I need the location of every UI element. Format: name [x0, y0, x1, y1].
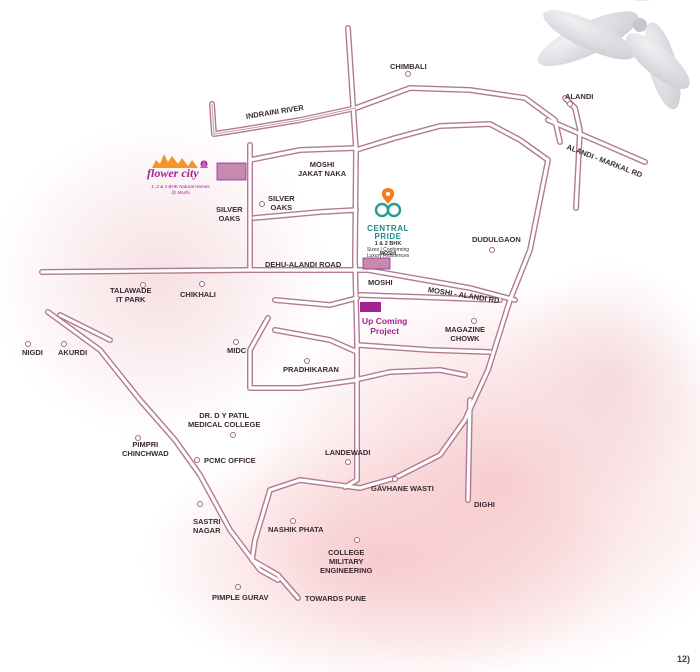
label-silver-oaks-west: SILVER OAKS: [216, 205, 243, 223]
road-fill: [248, 316, 359, 390]
road-fill: [273, 296, 359, 307]
central-pride-name: CENTRAL PRIDE: [367, 224, 409, 241]
pin-nigdi: [25, 341, 31, 347]
road-fill: [46, 310, 280, 582]
label-pimpri-chinchwad: PIMPRI CHINCHWAD: [122, 440, 169, 458]
pin-landewadi: [345, 459, 351, 465]
pin-pimpri: [135, 435, 141, 441]
pin-college-military: [354, 537, 360, 543]
pin-pcmc: [194, 457, 200, 463]
flower-city-site-marker: [216, 162, 247, 181]
road-fill: [273, 328, 359, 354]
pin-pimple-gurav: [235, 584, 241, 590]
road-fill: [40, 268, 370, 274]
central-pride-sub: Sizes | Conforming Luxury Residences: [366, 247, 410, 259]
upcoming-project-label: Up Coming Project: [362, 316, 408, 336]
central-pride-location: MOSHI: [379, 251, 397, 257]
pin-alandi: [567, 101, 573, 107]
label-nashik-phata: NASHIK PHATA: [268, 525, 324, 534]
flower-decoration-icon: [537, 0, 690, 110]
label-dudulgaon: DUDULGAON: [472, 235, 521, 244]
label-landewadi: LANDEWADI: [325, 448, 371, 457]
indraini-river: [211, 103, 357, 135]
pin-midc: [233, 339, 239, 345]
central-pride-site-marker: [362, 257, 391, 270]
label-nigdi: NIGDI: [22, 348, 43, 357]
flower-city-logo-icon: [152, 154, 208, 168]
road-fill: [252, 208, 358, 220]
road-fill: [356, 343, 492, 354]
background-wash: [0, 120, 700, 672]
road-fill: [250, 158, 550, 600]
label-talawade: TALAWADE IT PARK: [110, 286, 152, 304]
label-akurdi: AKURDI: [58, 348, 88, 357]
label-silver-oaks-east: SILVER OAKS: [268, 194, 295, 212]
upcoming-project-marker: [360, 302, 381, 312]
central-pride-logo-icon: [374, 188, 402, 218]
road-fill: [466, 398, 472, 502]
label-chikhali: CHIKHALI: [180, 290, 216, 299]
label-sastri-nagar: SASTRI NAGAR: [193, 517, 221, 535]
pin-dy-patil: [230, 432, 236, 438]
road-fill: [343, 26, 359, 489]
label-chimbali: CHIMBALI: [390, 62, 427, 71]
label-towards-pune: TOWARDS PUNE: [305, 594, 367, 603]
pin-magazine-chowk: [471, 318, 477, 324]
pin-silver-oaks: [259, 201, 265, 207]
page-number: 12): [676, 654, 690, 664]
road-fill: [248, 146, 358, 162]
label-pcmc-office: PCMC OFFICE: [204, 456, 256, 465]
label-pradhikaran: PRADHIKARAN: [283, 365, 339, 374]
road-fill: [546, 118, 647, 164]
label-midc: MIDC: [227, 346, 247, 355]
pin-nashik-phata: [290, 518, 296, 524]
label-dehu-alandi-road: DEHU-ALANDI ROAD: [265, 260, 342, 269]
pin-chikhali: [199, 281, 205, 287]
label-pimple-gurav: PIMPLE GURAV: [212, 593, 269, 602]
flower-city-name: flower city: [147, 166, 199, 180]
road-fill: [58, 313, 112, 342]
central-pride-tagline: 1 & 2 BHK Sizes | Conforming Luxury Resi…: [360, 241, 416, 259]
label-gavhane-wasti: GAVHANE WASTI: [371, 484, 434, 493]
road-fill: [366, 268, 517, 302]
label-moshi: MOSHI: [368, 278, 393, 287]
pin-talawade: [140, 282, 146, 288]
pin-chimbali: [405, 71, 411, 77]
pin-pradhikaran: [304, 358, 310, 364]
label-dy-patil: Dr. D Y PATIL MEDICAL COLLEGE: [188, 411, 261, 429]
road-fill: [354, 122, 550, 162]
label-moshi-jakat-naka: MOSHI JAKAT NAKA: [298, 160, 347, 178]
road-fill: [358, 293, 502, 302]
pin-sastri-nagar: [197, 501, 203, 507]
location-pins: [25, 71, 573, 590]
pin-dudulgaon: [489, 247, 495, 253]
pin-gavhane-wasti: [392, 476, 398, 482]
label-college-military: COLLEGE MILITARY ENGINEERING: [320, 548, 373, 575]
label-magazine-chowk: MAGAZINE CHOWK: [445, 325, 485, 343]
pin-akurdi: [61, 341, 67, 347]
road-fill: [353, 368, 467, 382]
label-dighi: DIGHI: [474, 500, 495, 509]
flower-city-subtitle: 1, 2 & 3 BHK Natural Homes @ Moshi: [151, 184, 210, 195]
central-pride-config: 1 & 2 BHK: [374, 241, 402, 247]
label-alandi: ALANDI: [565, 92, 594, 101]
